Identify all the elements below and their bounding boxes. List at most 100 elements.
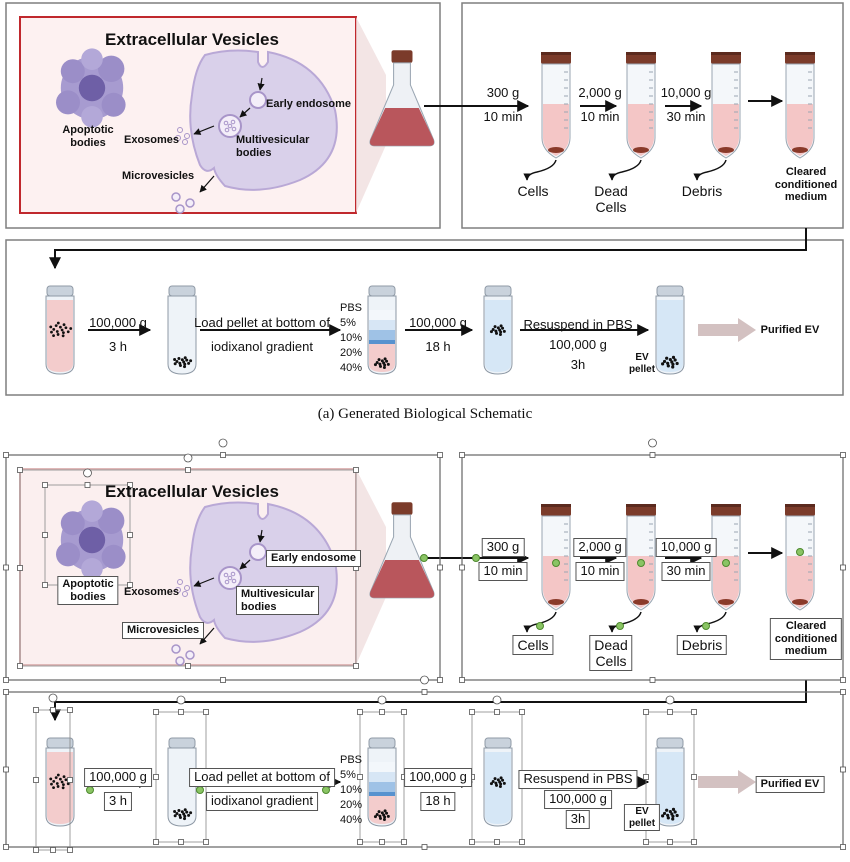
panel_a-centrifuge-tube-1 — [540, 51, 572, 159]
panel_a-purified-arrow — [698, 318, 756, 342]
rotate-handle-icon — [665, 695, 675, 705]
panel_b-mvb-shape — [218, 566, 242, 590]
panel_b-centrifuge-tube-3 — [710, 503, 742, 611]
panel_b-zoom-wedge — [356, 469, 386, 665]
panel_a-exosome-dot — [182, 139, 188, 145]
panel_b-exosome-dot — [175, 587, 181, 593]
panel_b-ev-pellet-label: EV pellet — [623, 804, 661, 831]
panel_b-centrifuge-tube-4 — [784, 503, 816, 611]
panel_a-gradient-label-2: 5% — [340, 317, 356, 329]
panel_a-microvesicle-dot — [175, 204, 185, 214]
panel_a-load-line2: iodixanol gradient — [211, 339, 313, 354]
panel_b-output-2: Dead Cells — [589, 635, 633, 672]
pellet-dots — [373, 809, 390, 821]
panel_b-purif-step3-time: 3h — [565, 810, 591, 829]
panel_b-load-line2: iodixanol gradient — [206, 792, 318, 811]
panel_a-purif-step3-speed: 100,000 g — [549, 337, 607, 352]
rotate-handle-icon — [183, 453, 193, 463]
panel_b-microvesicle-dot — [175, 656, 185, 666]
pellet-dots — [49, 773, 73, 790]
rotate-handle-icon — [218, 438, 228, 448]
panel_b-early-endosome-shape — [249, 543, 267, 561]
panel_a-exosome-dot — [175, 135, 181, 141]
panel_b-ev-title: Extracellular Vesicles — [105, 482, 279, 501]
panel_a-purified-label: Purified EV — [760, 324, 820, 336]
panel_a-arrow-microvesicle — [199, 175, 215, 193]
panel_b-exosomes-label: Exosomes — [124, 586, 180, 598]
panel_b-cleared-label: Cleared conditioned medium — [769, 618, 843, 660]
panel_b-output-1: Cells — [512, 635, 554, 656]
pellet-dots — [173, 356, 193, 369]
panel_a-microvesicle-dot — [171, 192, 181, 202]
panel_b-arrow-exosome — [193, 577, 215, 587]
panel_a-exosome-dot — [184, 133, 190, 139]
rotate-handle-icon — [176, 695, 186, 705]
connector-handle-icon — [196, 786, 204, 794]
panel_a-arrow-connector — [49, 228, 807, 270]
panel_a-output-2: Dead Cells — [594, 183, 628, 216]
panel_b-gradient-label-4: 20% — [340, 799, 363, 811]
pellet-dots — [373, 357, 390, 369]
panel_a-purif-step1-time: 3 h — [108, 339, 128, 354]
panel_b-microvesicles-label: Microvesicles — [122, 622, 205, 639]
panel_a-early-endosome-shape — [249, 91, 267, 109]
panel_a-arrow-output-1 — [523, 159, 557, 181]
panel_b-step3-speed: 10,000 g — [655, 538, 717, 557]
panel_b-gradient-layer-2 — [369, 772, 395, 782]
panel_a-step3-speed: 10,000 g — [660, 85, 712, 100]
panel_b-step2-time: 10 min — [575, 562, 625, 581]
panel_a-resuspend-label: Resuspend in PBS — [523, 317, 633, 332]
panel_a-step2-speed: 2,000 g — [578, 85, 622, 100]
panel_b-gradient-label-5: 40% — [340, 814, 363, 826]
rotate-handle-icon — [48, 693, 58, 703]
panel_b-arrow-endosome — [257, 529, 265, 543]
panel_b-gradient-label-1: PBS — [340, 754, 363, 766]
panel_a-exosome-dot — [177, 127, 183, 133]
panel_a-arrow-exosome — [193, 125, 215, 135]
panel_a-early-endosome-label: Early endosome — [266, 98, 351, 110]
pellet-dots — [661, 355, 679, 369]
connector-handle-icon — [536, 622, 544, 630]
rotate-handle-icon — [83, 468, 92, 478]
panel_b-arrow-microvesicle — [199, 627, 215, 645]
panel_a-mvb-label: Multivesicular bodies — [236, 134, 310, 159]
panel_a-cleared-label: Cleared conditioned medium — [774, 166, 838, 204]
panel_a-arrow-output-3 — [693, 159, 727, 181]
figure-caption: (a) Generated Biological Schematic — [317, 406, 533, 422]
rotate-handle-icon — [377, 695, 387, 705]
panel_b-microvesicle-dot — [171, 644, 181, 654]
connector-handle-icon — [637, 559, 645, 567]
panel_a-purif-step2-speed: 100,000 g — [409, 315, 467, 330]
pellet-dots — [489, 776, 506, 788]
panel_a-step1-time: 10 min — [483, 109, 523, 124]
panel_a-load-line1: Load pellet at bottom of — [194, 315, 330, 330]
panel_b-exosome-dot — [177, 579, 183, 585]
panel_a-gradient-layer-1 — [369, 310, 395, 320]
panel_a-mvb-shape — [218, 114, 242, 138]
panel_a-step1-speed: 300 g — [486, 85, 520, 100]
panel_a-ev-pellet-label: EV pellet — [628, 352, 656, 375]
panel_a-gradient-label-5: 40% — [340, 362, 363, 374]
panel_a-step3-time: 30 min — [666, 109, 706, 124]
panel_a-output-1: Cells — [517, 183, 549, 199]
panel_a-ev-title: Extracellular Vesicles — [105, 30, 279, 49]
panel_b-purified-label: Purified EV — [755, 776, 825, 793]
connector-handle-icon — [796, 548, 804, 556]
panel_b-arrow-mvb — [239, 559, 251, 570]
pellet-dots — [661, 807, 679, 821]
panel_a-gradient-label-1: PBS — [340, 302, 363, 314]
panel_b-gradient-layer-1 — [369, 762, 395, 772]
rotate-handle-icon — [648, 438, 657, 448]
panel_a-purif-step2-time: 18 h — [425, 339, 451, 354]
panel_a-arrow-endosome — [257, 77, 265, 91]
panel_b-gradient-label-3: 10% — [340, 784, 363, 796]
panel_a-frame-purification — [5, 239, 844, 396]
pellet-dots — [173, 808, 193, 821]
panel_b-exosome-dot — [182, 591, 188, 597]
connector-handle-icon — [472, 554, 480, 562]
panel_b-load-line1: Load pellet at bottom of — [189, 768, 335, 787]
connector-handle-icon — [420, 554, 428, 562]
panel_a-arrow-mvb — [239, 107, 251, 118]
panel_a-exosomes-label: Exosomes — [124, 134, 180, 146]
